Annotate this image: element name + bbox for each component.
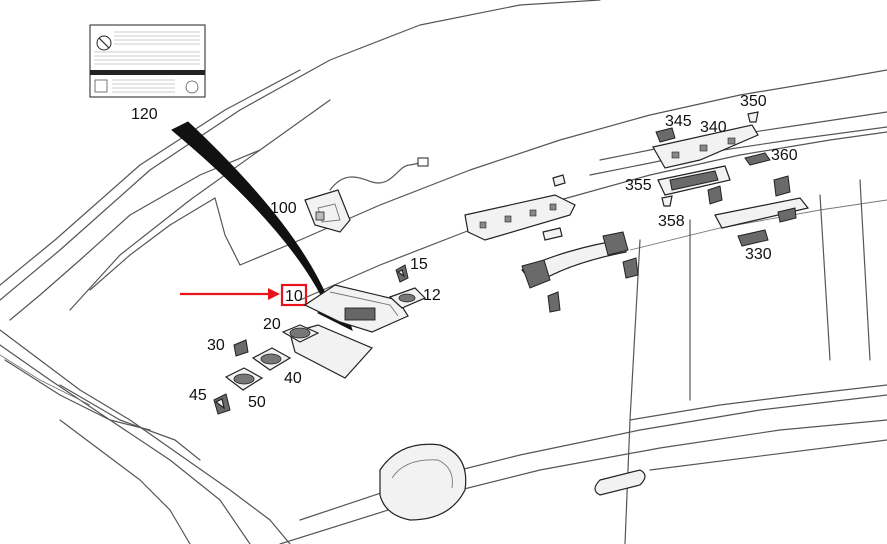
- callout-340: 340: [700, 119, 727, 136]
- warning-label-sticker: [89, 24, 206, 98]
- callout-360: 360: [771, 147, 798, 164]
- part-360-cover: [744, 152, 771, 166]
- callout-20: 20: [263, 316, 281, 333]
- callout-100: 100: [270, 200, 297, 217]
- part-345-clip: [655, 127, 676, 143]
- callout-358: 358: [658, 213, 685, 230]
- part-358-screw: [661, 195, 673, 207]
- callout-12: 12: [423, 287, 441, 304]
- part-30-clip: [233, 339, 249, 357]
- part-40-mount: [251, 347, 292, 371]
- callout-30: 30: [207, 337, 225, 354]
- part-50-mount: [224, 367, 264, 391]
- callout-45: 45: [189, 387, 207, 404]
- roof-bracket-center: [464, 174, 576, 241]
- part-340-rail-bracket: [652, 124, 759, 169]
- callout-labels: 120 100 15 12 10 20 30 40 45 50 345 350 …: [131, 93, 798, 411]
- part-45-clip: [213, 393, 231, 415]
- callout-355: 355: [625, 177, 652, 194]
- part-15-clip: [395, 264, 409, 283]
- callout-350: 350: [740, 93, 767, 110]
- highlight-arrow: [180, 283, 308, 307]
- part-10-sun-visor: [303, 284, 409, 333]
- callout-50: 50: [248, 394, 266, 411]
- part-20-visor-panel: [281, 324, 374, 379]
- part-330-overhead-module: [714, 175, 810, 247]
- part-350-screw: [747, 111, 759, 123]
- callout-40: 40: [284, 370, 302, 387]
- callout-15: 15: [410, 256, 428, 273]
- part-100-light-harness: [304, 157, 429, 233]
- callout-330: 330: [745, 246, 772, 263]
- callout-10: 10: [285, 288, 303, 305]
- part-12-visor-clip: [388, 287, 427, 309]
- grab-handle-center: [521, 231, 639, 313]
- part-355-switch-housing: [657, 165, 731, 205]
- callout-120: 120: [131, 106, 158, 123]
- callout-345: 345: [665, 113, 692, 130]
